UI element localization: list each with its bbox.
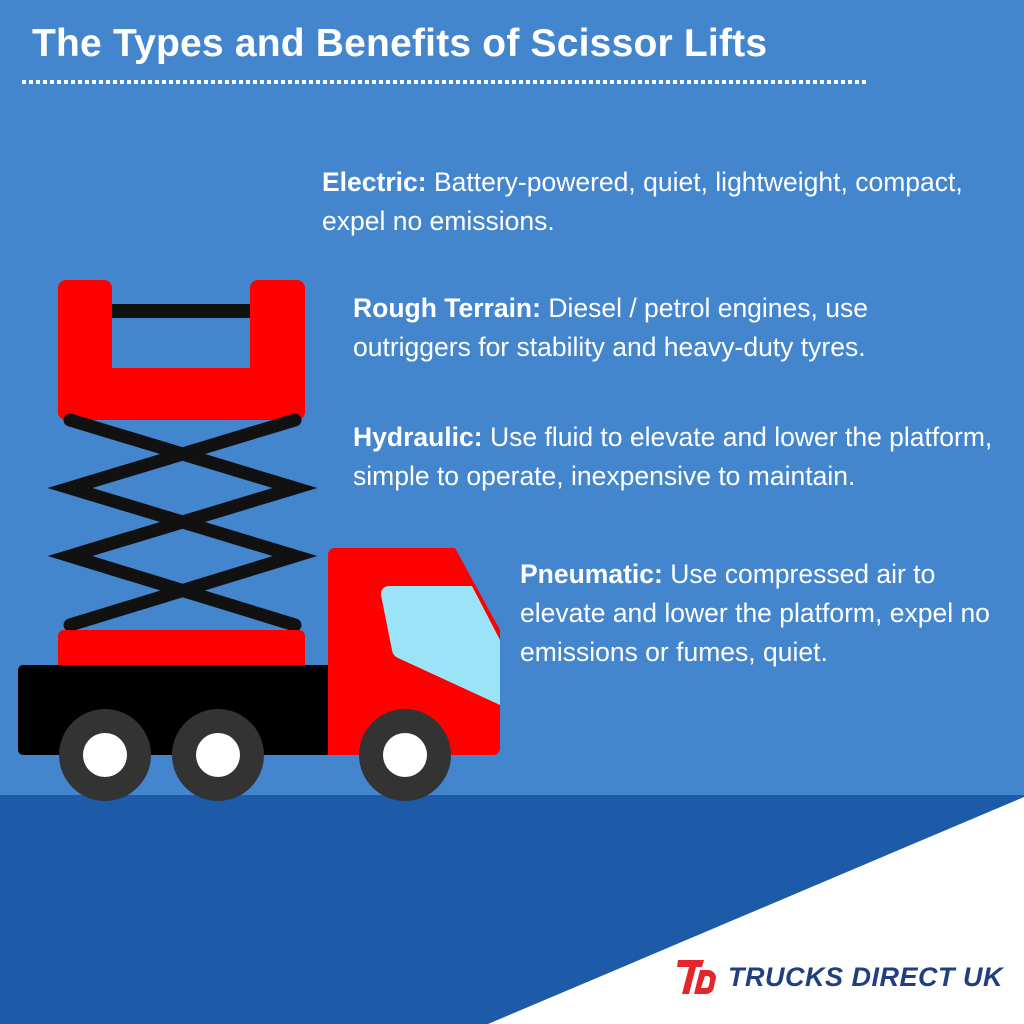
- type-description: Battery-powered, quiet, lightweight, com…: [322, 167, 963, 236]
- type-description: Use fluid to elevate and lower the platf…: [353, 422, 993, 491]
- td-logo-icon: [677, 960, 716, 994]
- type-name: Rough Terrain:: [353, 293, 541, 323]
- cab-window: [380, 586, 500, 705]
- type-description: Diesel / petrol engines, use outriggers …: [353, 293, 868, 362]
- type-name: Hydraulic:: [353, 422, 483, 452]
- type-name: Pneumatic:: [520, 559, 663, 589]
- scissor-lift-truck-illustration: [18, 280, 500, 801]
- type-hydraulic: Hydraulic: Use fluid to elevate and lowe…: [353, 418, 993, 496]
- type-name: Electric:: [322, 167, 427, 197]
- wheels: [59, 709, 451, 801]
- type-pneumatic: Pneumatic: Use compressed air to elevate…: [520, 555, 1010, 672]
- guard-rail: [112, 304, 250, 318]
- page-title: The Types and Benefits of Scissor Lifts: [32, 22, 768, 65]
- platform: [58, 280, 305, 420]
- scissor-arms: [47, 413, 318, 632]
- brand-name: TRUCKS DIRECT UK: [728, 961, 1003, 992]
- type-rough-terrain: Rough Terrain: Diesel / petrol engines, …: [353, 289, 993, 367]
- lift-base: [58, 630, 305, 670]
- type-electric: Electric: Battery-powered, quiet, lightw…: [322, 163, 982, 241]
- white-corner: [488, 797, 1024, 1024]
- type-description: Use compressed air to elevate and lower …: [520, 559, 990, 667]
- brand-logo: TRUCKS DIRECT UK: [674, 958, 1003, 996]
- title-dotted-divider: [22, 80, 868, 84]
